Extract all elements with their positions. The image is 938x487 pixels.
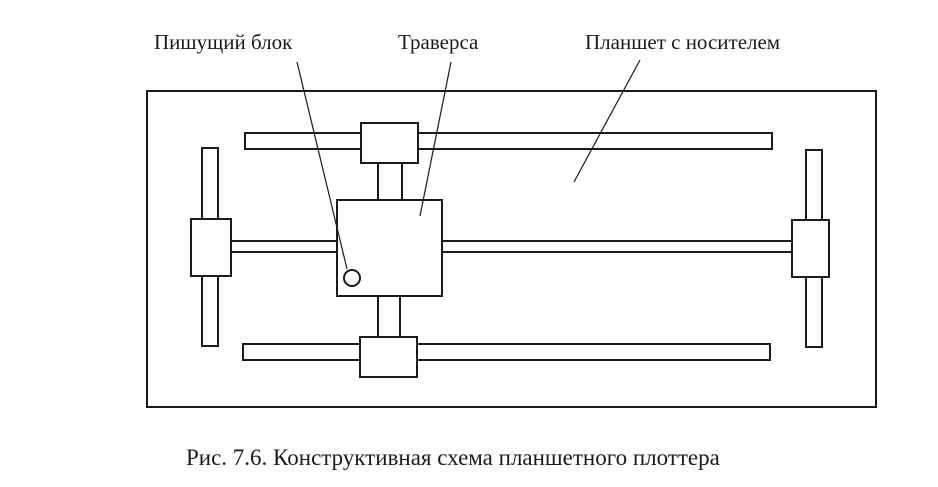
pen-block-leader	[296, 61, 348, 270]
traverse-label: Траверса	[398, 30, 479, 54]
bottom-slider	[359, 336, 418, 378]
lower-connector	[377, 295, 401, 339]
pen-circle	[343, 269, 361, 287]
top-guide-rail	[244, 132, 773, 150]
left-carriage	[190, 218, 232, 277]
tablet-leader	[573, 59, 641, 183]
bottom-guide-rail	[242, 343, 771, 361]
upper-connector	[377, 161, 403, 203]
traverse-leader	[419, 61, 452, 217]
right-carriage	[791, 219, 830, 278]
figure-caption: Рис. 7.6. Конструктивная схема планшетно…	[186, 445, 720, 470]
pen-block-label: Пишущий блок	[154, 30, 293, 54]
tablet-label: Планшет с носителем	[585, 30, 780, 54]
traverse-rod	[229, 240, 793, 253]
top-slider	[360, 122, 419, 164]
